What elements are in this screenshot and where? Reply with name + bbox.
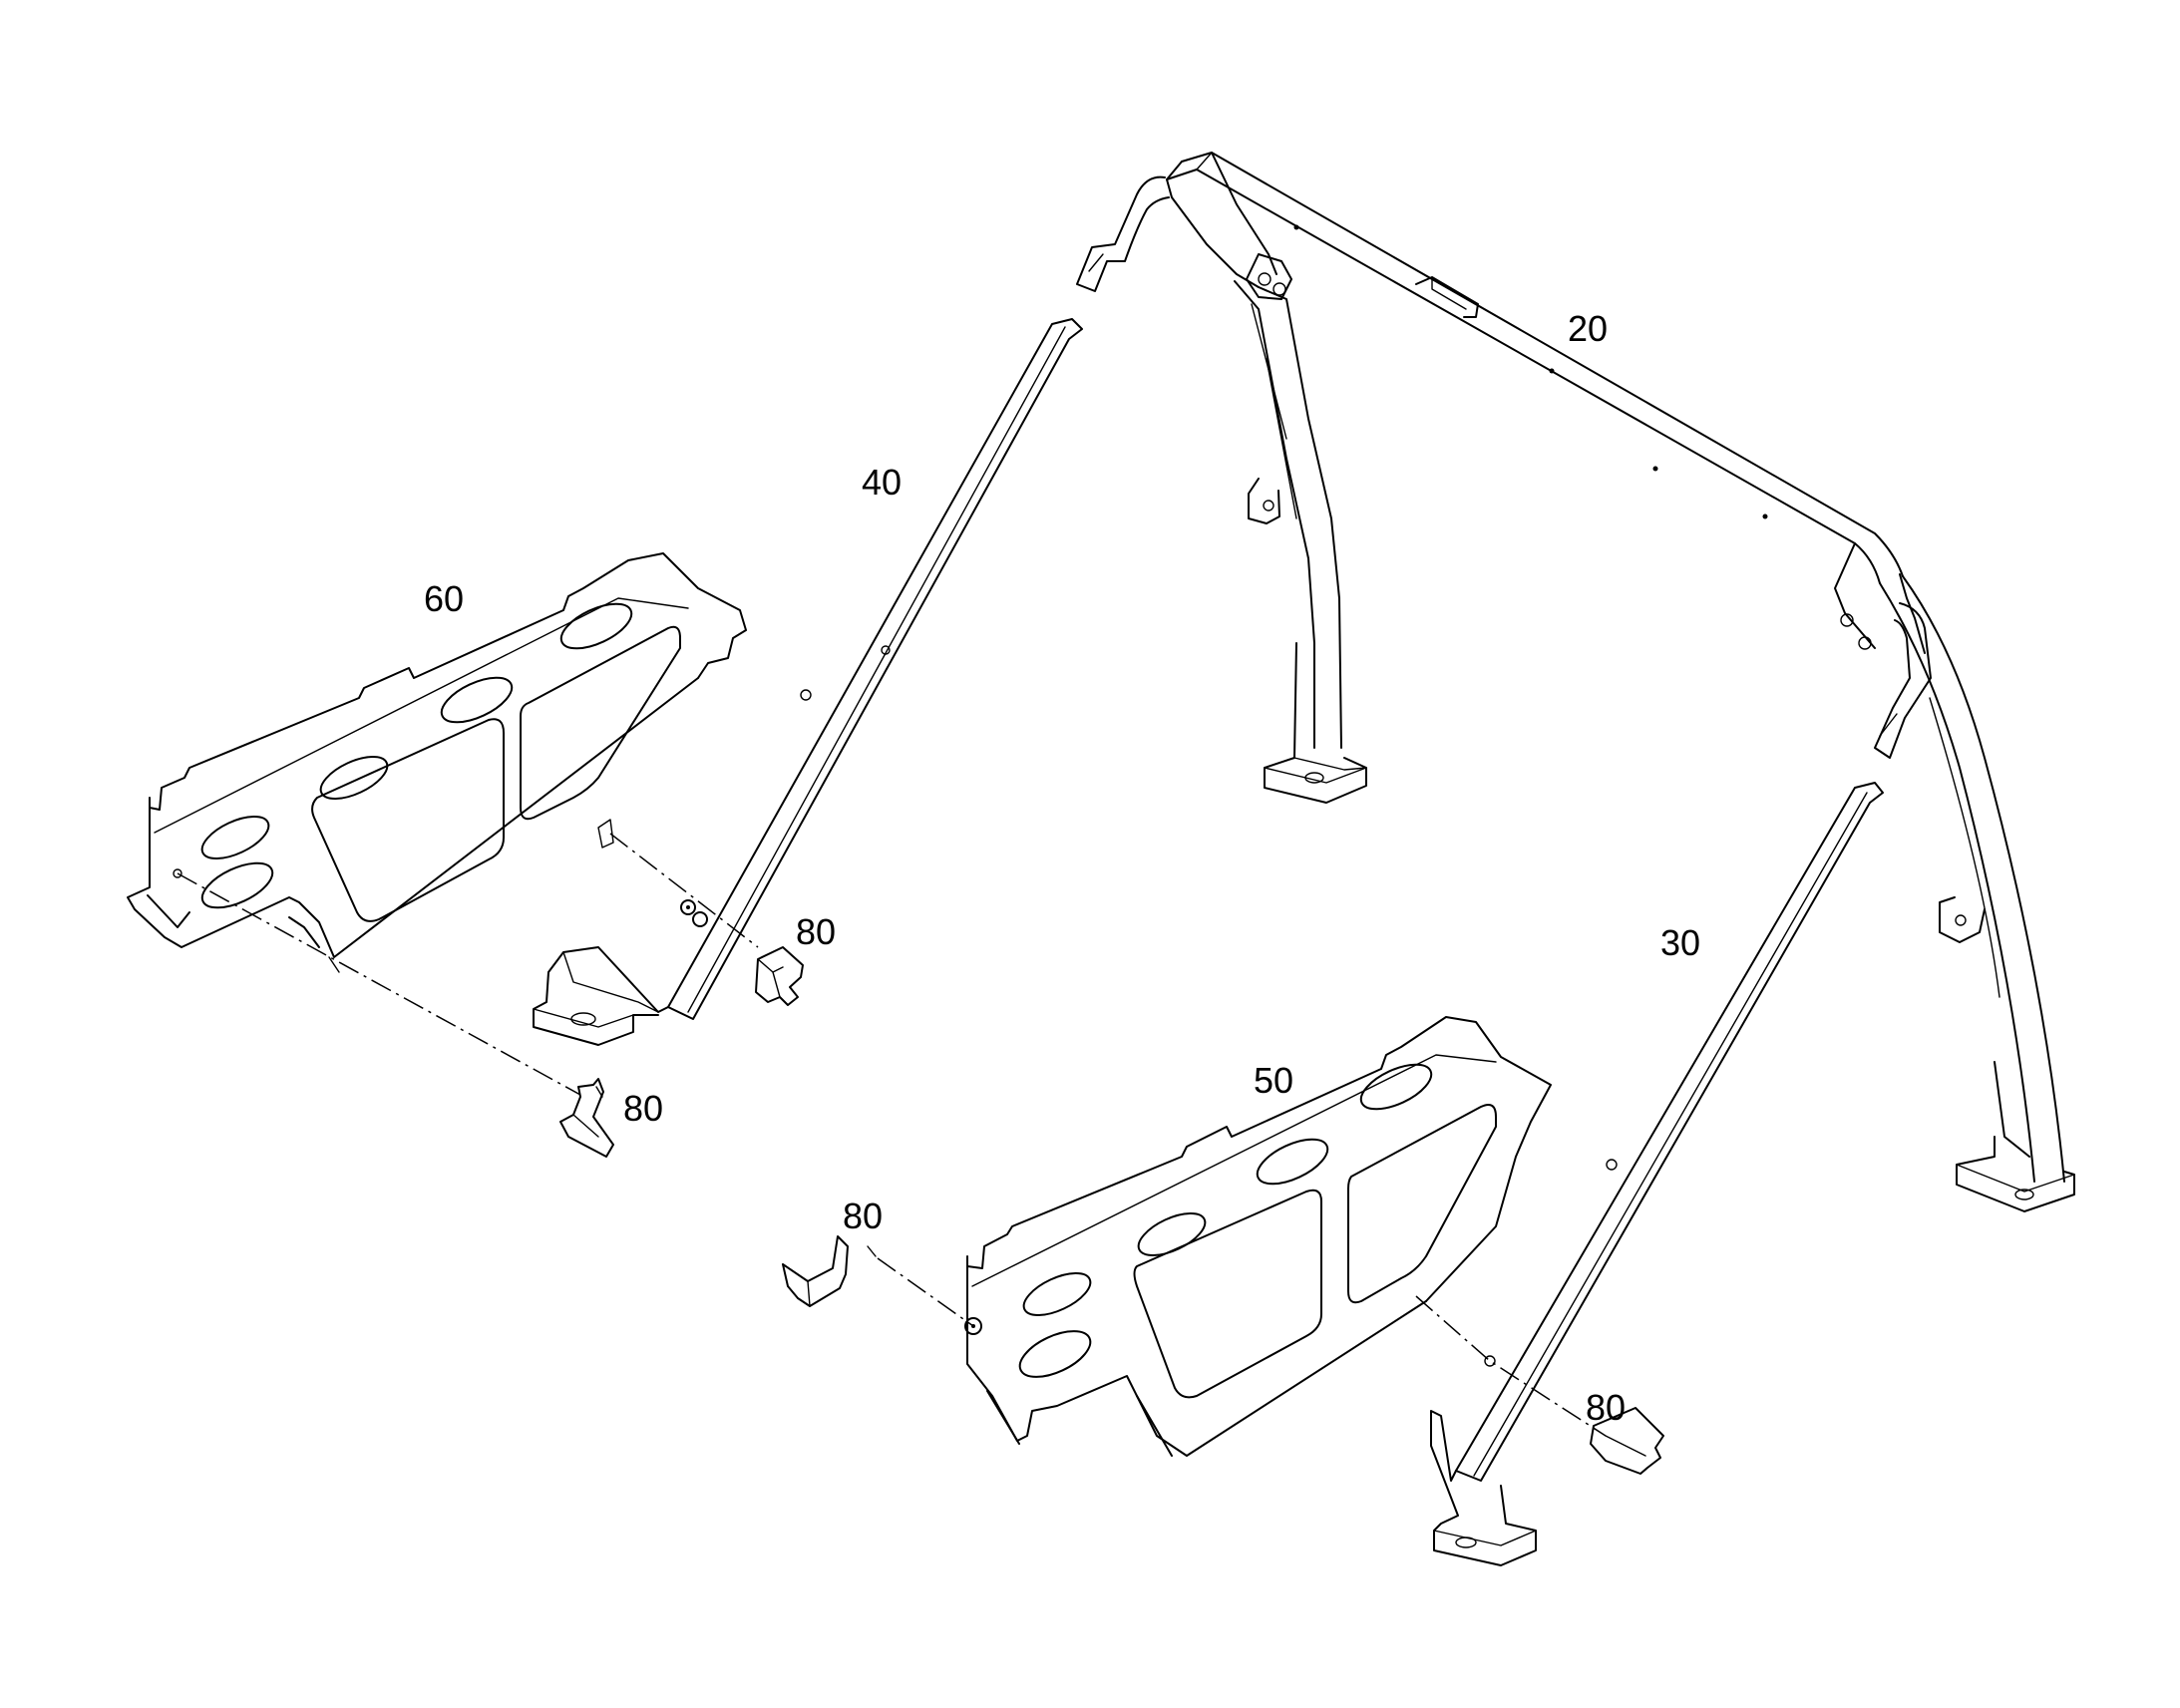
callout-50: 50	[1254, 1060, 1293, 1101]
callout-30: 30	[1660, 922, 1700, 963]
part-20-roll-bar-frame	[1076, 152, 2075, 1212]
callout-20: 20	[1568, 308, 1608, 349]
callout-40: 40	[862, 462, 902, 503]
callout-80-right: 80	[1586, 1387, 1626, 1428]
part-80-clip-upper-middle	[755, 946, 804, 1006]
callout-80-left: 80	[623, 1088, 663, 1129]
callout-60: 60	[424, 578, 464, 619]
callout-80-center: 80	[843, 1196, 883, 1236]
callouts: 20 30 40 50 60 80 80 80 80	[424, 308, 1700, 1428]
callout-80-upper: 80	[796, 911, 836, 952]
part-50-right-side-panel	[964, 1016, 1552, 1457]
assembly-lines	[177, 833, 1607, 1437]
part-80-clip-center-left	[782, 1235, 877, 1307]
part-30-right-upright	[1430, 782, 1884, 1566]
part-80-clip-lower-left	[559, 1078, 614, 1158]
part-40-left-upright	[533, 318, 1083, 1046]
part-60-left-side-panel	[127, 552, 747, 973]
part-80-clip-lower-right	[1590, 1407, 1664, 1475]
